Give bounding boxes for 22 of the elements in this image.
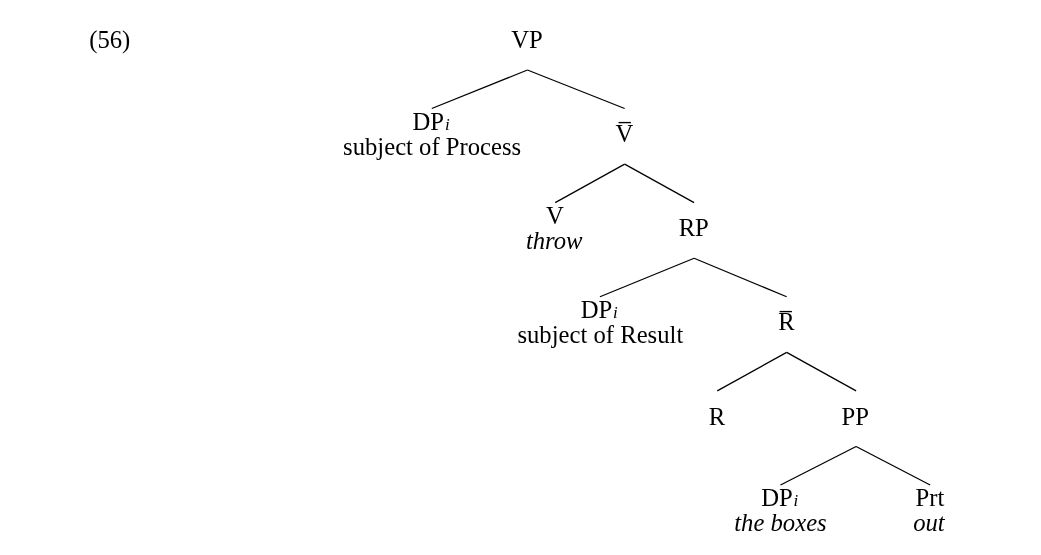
node-text: DPi subject of Process: [343, 107, 522, 160]
node-text: RP: [678, 214, 709, 242]
connector: [779, 445, 857, 486]
connector: [599, 257, 695, 298]
node-text: PP: [841, 402, 869, 430]
node-text: Prt out: [913, 484, 945, 537]
connector: [716, 351, 788, 392]
node-text: R̅: [778, 308, 795, 336]
node-text: V throw: [525, 201, 583, 254]
node-text: DPi subject of Result: [517, 296, 684, 348]
node-text: V̅: [615, 120, 634, 148]
connector: [526, 69, 626, 110]
node-text: VP: [511, 26, 543, 54]
label: (56): [89, 26, 131, 54]
node-text: DPi the boxes: [734, 484, 827, 537]
connector: [786, 351, 857, 392]
connector: [693, 257, 788, 298]
connector: [624, 163, 695, 204]
connector: [431, 69, 529, 110]
node-text: R: [708, 402, 726, 430]
connector: [855, 445, 931, 486]
connector: [554, 163, 626, 204]
